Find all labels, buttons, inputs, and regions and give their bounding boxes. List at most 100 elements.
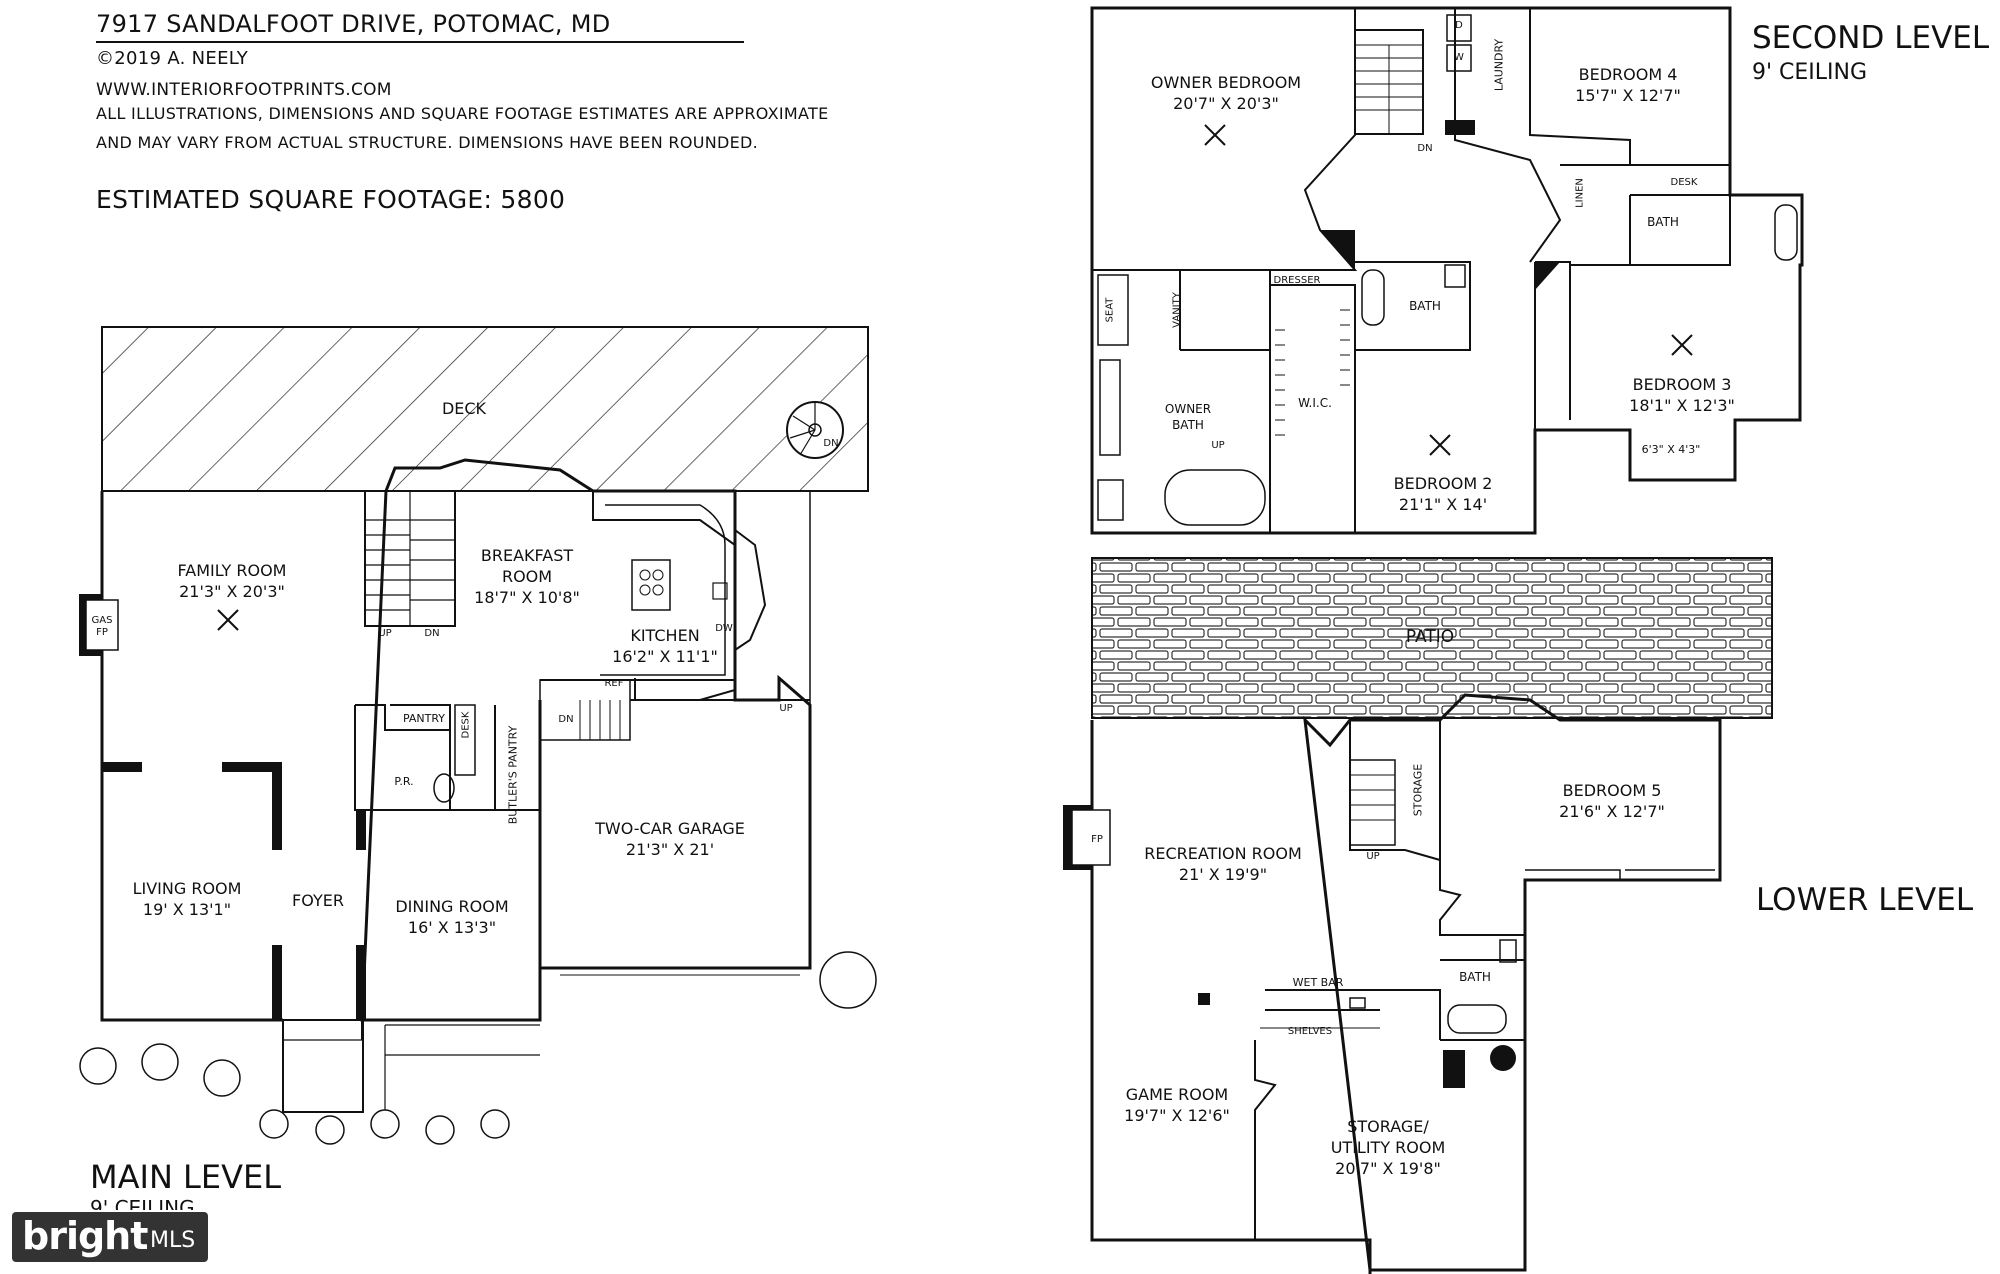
shelves-label: SHELVES xyxy=(1287,1026,1333,1037)
storage-label: STORAGE xyxy=(1411,763,1425,817)
upper-stair-dn-label: DN xyxy=(1417,143,1433,154)
storage-utility-name-2: UTILITY ROOM xyxy=(1330,1138,1446,1157)
patio-area xyxy=(1091,557,1773,719)
bedroom-2-name: BEDROOM 2 xyxy=(1393,474,1493,493)
dining-room-name: DINING ROOM xyxy=(395,897,509,916)
garage-dims: 21'3" X 21' xyxy=(625,840,715,859)
breakfast-room-name-1: BREAKFAST xyxy=(480,546,574,565)
patio-label: PATIO xyxy=(1405,627,1455,647)
garage-label: TWO-CAR GARAGE 21'3" X 21' xyxy=(595,818,745,860)
header-divider xyxy=(96,41,744,43)
lower-fp-label: FP xyxy=(1091,834,1103,845)
garage-stair-dn-label: DN xyxy=(558,714,574,725)
dresser-label: DRESSER xyxy=(1273,275,1321,286)
stair-dn-label: DN xyxy=(424,628,440,639)
family-room-label: FAMILY ROOM 21'3" X 20'3" xyxy=(178,560,287,602)
logo-brand-text: bright xyxy=(22,1214,148,1258)
bedroom-4-label: BEDROOM 4 15'7" X 12'7" xyxy=(1575,64,1681,106)
copyright: ©2019 A. NEELY xyxy=(96,48,249,69)
breakfast-room-label: BREAKFAST ROOM 18'7" X 10'8" xyxy=(474,545,580,608)
desk-label-upper: DESK xyxy=(1670,177,1698,188)
bedroom-5-dims: 21'6" X 12'7" xyxy=(1559,802,1665,821)
storage-utility-label: STORAGE/ UTILITY ROOM 20'7" X 19'8" xyxy=(1331,1116,1446,1179)
lower-stair-up-label: UP xyxy=(1366,851,1380,862)
garage-name: TWO-CAR GARAGE xyxy=(595,819,745,838)
family-room-name: FAMILY ROOM xyxy=(177,561,287,580)
stair-up-label: UP xyxy=(378,628,392,639)
ref-label: REF xyxy=(604,678,624,689)
foyer-label: FOYER xyxy=(292,891,344,910)
owner-bath-label-2: BATH xyxy=(1172,418,1204,432)
vanity-label: VANITY xyxy=(1171,292,1183,328)
breakfast-room-name-2: ROOM xyxy=(501,567,553,586)
linen-label: LINEN xyxy=(1574,178,1586,208)
seat-label: SEAT xyxy=(1104,297,1116,323)
gas-fp-label-2: FP xyxy=(96,627,108,638)
living-room-name: LIVING ROOM xyxy=(132,879,242,898)
website-link[interactable]: WWW.INTERIORFOOTPRINTS.COM xyxy=(96,80,392,100)
bedroom-4-name: BEDROOM 4 xyxy=(1578,65,1678,84)
washer-label: W xyxy=(1454,52,1464,63)
breakfast-room-dims: 18'7" X 10'8" xyxy=(474,588,580,607)
bedroom-3-name: BEDROOM 3 xyxy=(1632,375,1732,394)
kitchen-dims: 16'2" X 11'1" xyxy=(612,647,718,666)
second-level-ceiling: 9' CEILING xyxy=(1752,60,1868,85)
kitchen-name: KITCHEN xyxy=(630,626,700,645)
bedroom-4-dims: 15'7" X 12'7" xyxy=(1575,86,1681,105)
dryer-label: D xyxy=(1455,20,1463,31)
storage-utility-dims: 20'7" X 19'8" xyxy=(1335,1159,1441,1178)
game-room-label: GAME ROOM 19'7" X 12'6" xyxy=(1124,1084,1230,1126)
bedroom-5-name: BEDROOM 5 xyxy=(1562,781,1662,800)
owner-bath-label-1: OWNER xyxy=(1164,402,1212,416)
bright-mls-logo: bright MLS xyxy=(12,1212,208,1262)
gas-fp-label-1: GAS xyxy=(91,615,113,626)
recreation-room-label: RECREATION ROOM 21' X 19'9" xyxy=(1144,843,1302,885)
recreation-room-name: RECREATION ROOM xyxy=(1144,844,1302,863)
lower-bath-label: BATH xyxy=(1459,970,1491,984)
family-room-dims: 21'3" X 20'3" xyxy=(179,582,285,601)
garage-up-label: UP xyxy=(779,703,793,714)
powder-room-label: P.R. xyxy=(394,775,414,788)
storage-utility-name-1: STORAGE/ xyxy=(1347,1117,1429,1136)
living-room-dims: 19' X 13'1" xyxy=(142,900,232,919)
disclaimer-line-1: ALL ILLUSTRATIONS, DIMENSIONS AND SQUARE… xyxy=(96,104,829,123)
bath-2-label: BATH xyxy=(1409,299,1441,313)
bedroom-3-nook-dims: 6'3" X 4'3" xyxy=(1641,443,1701,456)
owner-bedroom-label: OWNER BEDROOM 20'7" X 20'3" xyxy=(1151,72,1301,114)
square-footage: ESTIMATED SQUARE FOOTAGE: 5800 xyxy=(96,185,566,214)
second-level-plan xyxy=(1090,6,1804,535)
bedroom-5-label: BEDROOM 5 21'6" X 12'7" xyxy=(1559,780,1665,822)
logo-mls-text: MLS xyxy=(150,1228,196,1253)
wet-bar-label: WET BAR xyxy=(1292,976,1344,989)
wic-label: W.I.C. xyxy=(1298,396,1332,410)
bedroom-3-dims: 18'1" X 12'3" xyxy=(1629,396,1735,415)
bedroom-2-dims: 21'1" X 14' xyxy=(1398,495,1488,514)
deck-area xyxy=(101,326,869,492)
disclaimer-line-2: AND MAY VARY FROM ACTUAL STRUCTURE. DIME… xyxy=(96,133,759,152)
tub-up-label: UP xyxy=(1211,440,1225,451)
game-room-dims: 19'7" X 12'6" xyxy=(1124,1106,1230,1125)
laundry-label: LAUNDRY xyxy=(1492,38,1506,92)
dishwasher-label: DW xyxy=(715,623,733,634)
butlers-pantry-label: BUTLER'S PANTRY xyxy=(506,725,520,825)
main-level-title: MAIN LEVEL xyxy=(90,1158,282,1196)
bedroom-3-label: BEDROOM 3 18'1" X 12'3" xyxy=(1629,374,1735,416)
recreation-room-dims: 21' X 19'9" xyxy=(1178,865,1268,884)
second-level-title: SECOND LEVEL xyxy=(1752,20,1990,56)
main-level-plan xyxy=(79,326,877,1145)
main-level-ceiling: 9' CEILING xyxy=(90,1196,195,1210)
game-room-name: GAME ROOM xyxy=(1125,1085,1229,1104)
pantry-label: PANTRY xyxy=(402,712,446,725)
lower-level-plan xyxy=(1063,557,1773,1274)
owner-bedroom-name: OWNER BEDROOM xyxy=(1150,73,1302,92)
property-address: 7917 SANDALFOOT DRIVE, POTOMAC, MD xyxy=(96,10,611,38)
dining-room-dims: 16' X 13'3" xyxy=(407,918,497,937)
bath-4-label: BATH xyxy=(1647,215,1679,229)
kitchen-label: KITCHEN 16'2" X 11'1" xyxy=(612,625,718,667)
deck-label: DECK xyxy=(441,399,487,418)
dining-room-label: DINING ROOM 16' X 13'3" xyxy=(395,896,508,938)
lower-level-title: LOWER LEVEL xyxy=(1756,882,1974,918)
deck-stair-dn-label: DN xyxy=(823,438,839,449)
bedroom-2-label: BEDROOM 2 21'1" X 14' xyxy=(1394,473,1493,515)
